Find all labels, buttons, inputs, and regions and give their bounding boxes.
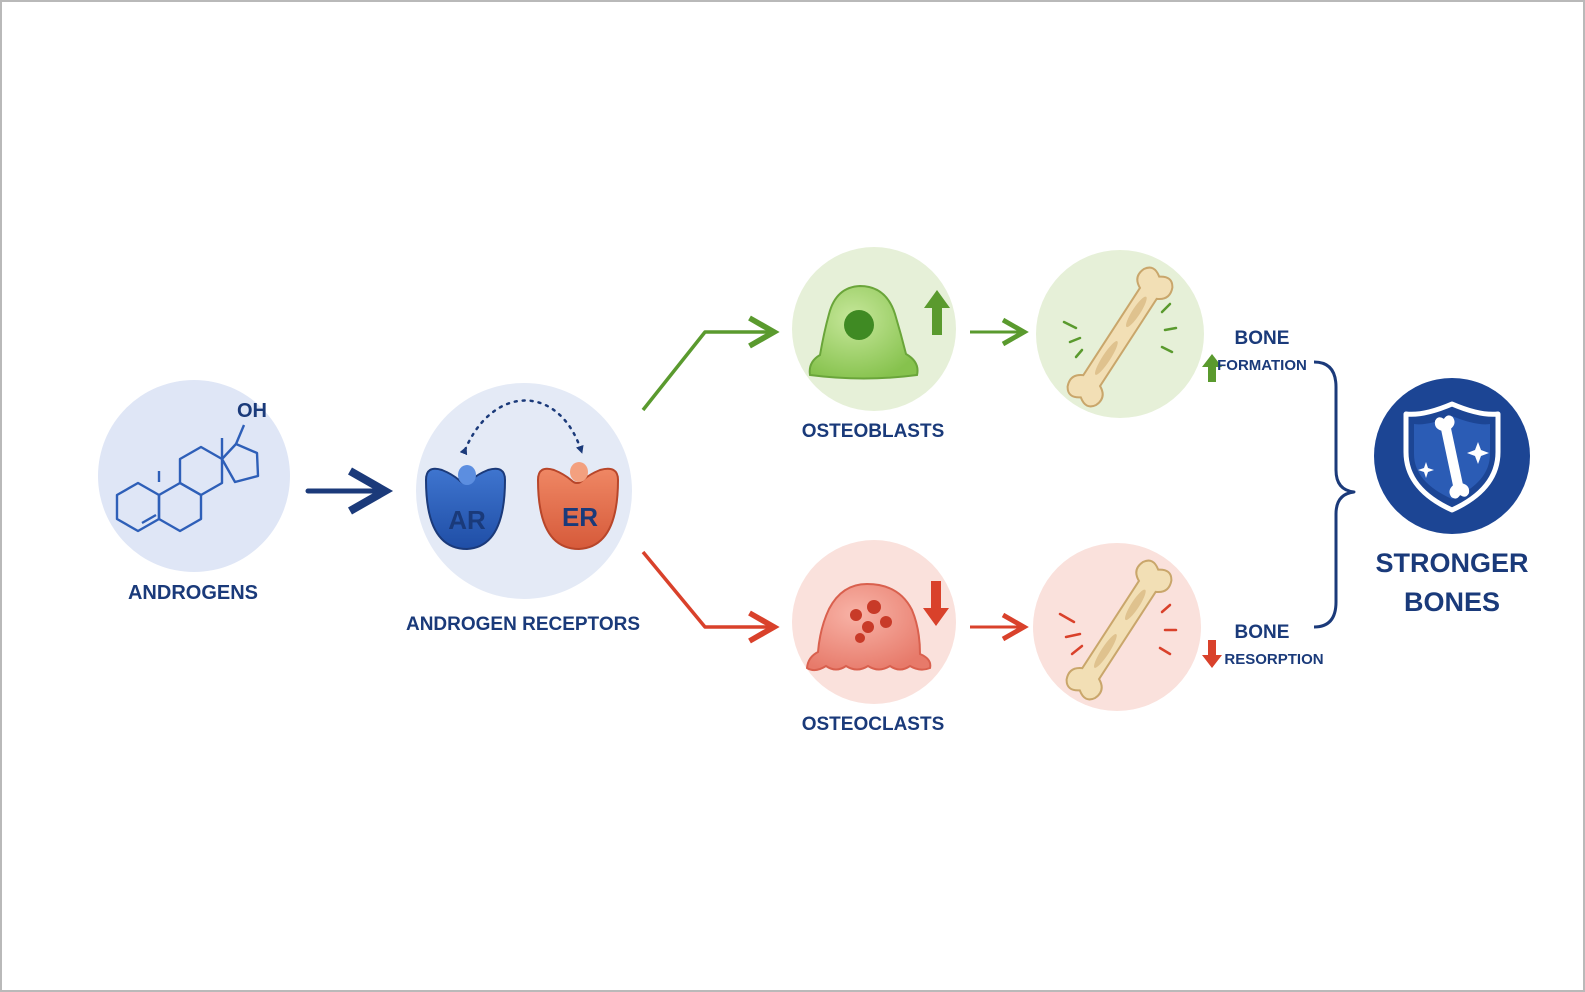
hydroxyl-group-label: OH xyxy=(237,400,267,422)
formation-label-line2: FORMATION xyxy=(1217,357,1307,374)
receptors-to-osteoblasts-arrow xyxy=(641,315,780,412)
resorption-label-line1: BONE xyxy=(1235,622,1290,643)
androgens-node: OH ANDROGENS xyxy=(98,380,290,604)
formation-increase-icon xyxy=(1202,354,1222,382)
er-receptor-icon xyxy=(536,462,620,551)
osteoclast-decrease-icon xyxy=(923,581,949,626)
outcome-label-line1: STRONGER xyxy=(1375,548,1528,578)
ar-receptor-icon xyxy=(424,465,507,551)
combine-brace xyxy=(1313,360,1356,629)
receptors-node: AR ER ANDROGEN RECEPTORS xyxy=(406,383,640,635)
formation-spark-lines xyxy=(1062,302,1178,359)
formation-label-line1: BONE xyxy=(1235,328,1290,349)
formation-bone-node: BONE FORMATION xyxy=(1036,250,1307,418)
receptor-crosstalk-arrow xyxy=(459,399,584,456)
osteoclasts-node: OSTEOCLASTS xyxy=(792,540,956,735)
osteoblast-increase-icon xyxy=(924,290,950,335)
resorption-bone-node: BONE RESORPTION xyxy=(1033,543,1324,711)
er-label: ER xyxy=(562,502,598,532)
resorption-label-line2: RESORPTION xyxy=(1224,651,1323,668)
osteoblast-nucleus xyxy=(844,310,874,340)
receptors-to-osteoclasts-arrow xyxy=(641,550,780,644)
outcome-node: STRONGER BONES xyxy=(1374,378,1530,617)
osteoblasts-label: OSTEOBLASTS xyxy=(802,421,945,442)
osteoclasts-label: OSTEOCLASTS xyxy=(802,714,945,735)
shield-bone-icon xyxy=(1403,401,1501,513)
steroid-structure-icon xyxy=(115,424,260,533)
resorption-decrease-icon xyxy=(1202,640,1222,668)
ar-label: AR xyxy=(448,505,486,535)
androgens-label: ANDROGENS xyxy=(128,582,258,604)
formation-bone-icon xyxy=(1066,266,1174,408)
receptors-label: ANDROGEN RECEPTORS xyxy=(406,614,640,635)
resorption-spark-lines xyxy=(1058,603,1178,656)
resorption-bone-icon xyxy=(1065,559,1173,701)
outcome-label-line2: BONES xyxy=(1404,587,1500,617)
osteoblasts-node: OSTEOBLASTS xyxy=(792,247,956,442)
